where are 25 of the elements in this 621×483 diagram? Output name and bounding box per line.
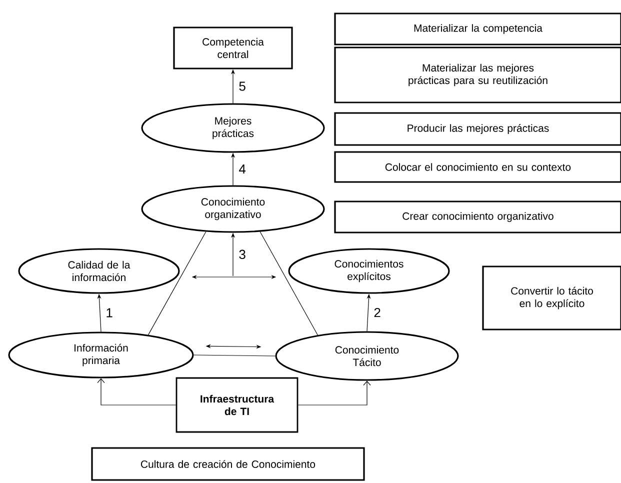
text-box: Materializar las mejores prácticas para su reutilización <box>334 46 621 104</box>
arrow <box>97 378 176 406</box>
text-box: Materializar la competencia <box>334 12 621 46</box>
text-box: Producir las mejores prácticas <box>334 112 621 146</box>
text-box: Colocar el conocimiento en su contexto <box>334 151 621 183</box>
edge-label: 5 <box>239 82 246 91</box>
ellipse-node: Información primaria <box>8 332 194 378</box>
ellipse-node: Conocimientos explícitos <box>288 248 450 294</box>
ellipse-node: Calidad de la información <box>18 248 180 294</box>
text-box: Infraestructura de TI <box>176 377 298 433</box>
ellipse-node: Mejores prácticas <box>141 103 325 153</box>
text-box: Cultura de creación de Conocimiento <box>91 447 365 481</box>
connector-line <box>260 231 318 336</box>
edge-label: 1 <box>106 308 112 318</box>
text-box: Convertir lo tácito en lo explícito <box>482 266 621 330</box>
edge-label: 3 <box>239 250 246 259</box>
ellipse-node: Conocimiento Tácito <box>275 331 459 381</box>
edge-label: 4 <box>239 164 246 174</box>
connector-line <box>194 354 276 356</box>
text-box: Crear conocimiento organizativo <box>334 200 621 234</box>
ellipse-node: Conocimiento organizativo <box>141 185 325 233</box>
edge-label: 2 <box>374 308 380 318</box>
arrow <box>298 380 371 406</box>
text-box: Competencia central <box>173 26 293 70</box>
connector-line <box>148 231 206 336</box>
